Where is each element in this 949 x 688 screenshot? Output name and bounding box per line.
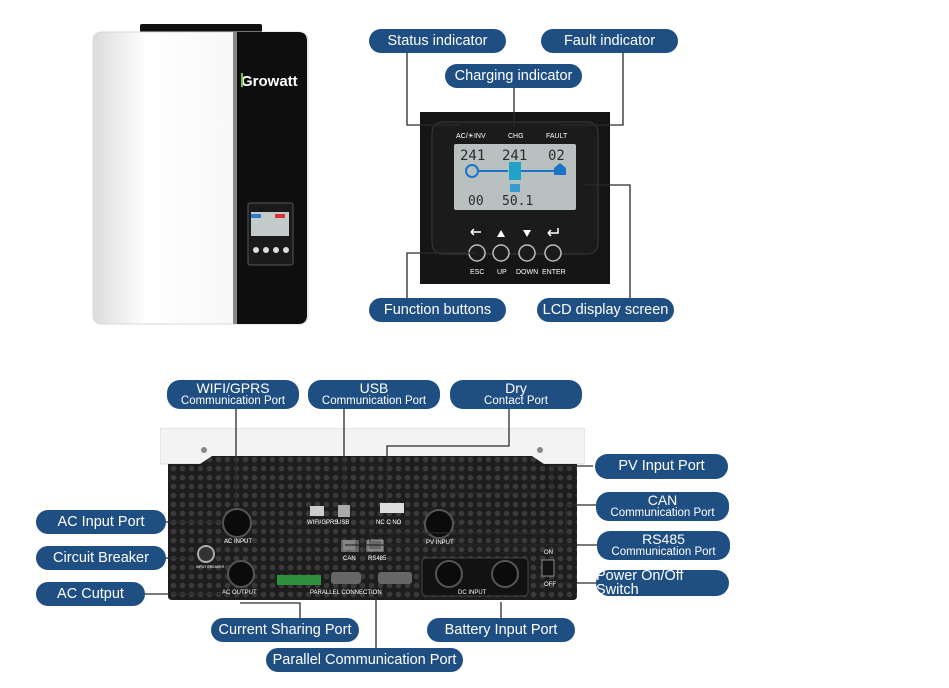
lcd-value-1: 241 bbox=[460, 148, 485, 164]
callout-text: Current Sharing Port bbox=[218, 621, 352, 638]
inverter-icon bbox=[509, 162, 521, 180]
callout-fault-indicator: Fault indicator bbox=[541, 29, 678, 53]
down-button[interactable] bbox=[518, 230, 536, 262]
callout-parallel-comm-port: Parallel Communication Port bbox=[266, 648, 463, 672]
callout-power-switch: Power On/Off Switch bbox=[596, 567, 729, 598]
callout-text: AC Input Port bbox=[57, 513, 145, 530]
callout-text: Charging indicator bbox=[454, 67, 573, 84]
callout-battery-input-port: Battery Input Port bbox=[427, 618, 575, 642]
callout-lcd-display-screen: LCD display screen bbox=[537, 298, 674, 322]
callout-status-indicator: Status indicator bbox=[369, 29, 506, 53]
rs485-port-label: RS485 bbox=[368, 556, 387, 562]
fault-indicator-label: FAULT bbox=[546, 133, 568, 140]
callout-subtext: Communication Port bbox=[611, 546, 716, 559]
battery-icon bbox=[510, 184, 520, 192]
callout-text: Circuit Breaker bbox=[53, 549, 149, 566]
dry-contact-label: NC C NO bbox=[376, 520, 402, 526]
callout-function-buttons: Function buttons bbox=[369, 298, 506, 322]
callout-current-sharing-port: Current Sharing Port bbox=[211, 618, 359, 642]
callout-subtext: Communication Port bbox=[610, 507, 715, 520]
lcd-value-2: 241 bbox=[502, 148, 527, 164]
enter-button[interactable] bbox=[544, 228, 562, 262]
callout-text: Function buttons bbox=[383, 301, 492, 318]
brand-logo: Growatt bbox=[241, 73, 298, 90]
status-indicator-label: AC/☀INV bbox=[456, 132, 486, 140]
down-arrow-icon bbox=[523, 230, 531, 237]
callout-text: Dry bbox=[505, 380, 527, 397]
callout-text: USB bbox=[359, 380, 389, 397]
ac-input-label: AC INPUT bbox=[224, 539, 252, 545]
callout-text: CAN bbox=[647, 492, 678, 509]
lcd-value-5: 50.1 bbox=[502, 194, 533, 209]
callout-circuit-breaker: Circuit Breaker bbox=[36, 546, 166, 570]
parallel-connection-label: PARALLEL CONNECTION bbox=[310, 590, 382, 596]
callout-text: Parallel Communication Port bbox=[272, 651, 457, 668]
inverter-bottom-image: WIFI/GPRS USB NC C NO AC INPUT PV INPUT … bbox=[160, 428, 585, 600]
enter-label: ENTER bbox=[542, 269, 566, 276]
wifi-port-label: WIFI/GPRS bbox=[307, 520, 338, 526]
callout-ac-output: AC Cutput bbox=[36, 582, 145, 606]
dc-input-label: DC INPUT bbox=[458, 590, 487, 596]
ac-output-label: AC OUTPUT bbox=[222, 590, 257, 596]
callout-ac-input-port: AC Input Port bbox=[36, 510, 166, 534]
callout-text: AC Cutput bbox=[57, 585, 124, 602]
back-arrow-icon bbox=[470, 228, 481, 236]
callout-subtext: Communication Port bbox=[180, 395, 286, 408]
lcd-value-3: 02 bbox=[548, 148, 565, 164]
callout-subtext: Contact Port bbox=[484, 395, 548, 408]
home-icon bbox=[554, 163, 566, 175]
esc-label: ESC bbox=[470, 269, 484, 276]
callout-text: Power On/Off Switch bbox=[596, 567, 684, 598]
callout-text: PV Input Port bbox=[618, 458, 705, 475]
usb-port-label: USB bbox=[337, 520, 349, 526]
lcd-value-4: 00 bbox=[468, 194, 484, 209]
up-label: UP bbox=[497, 269, 507, 276]
down-label: DOWN bbox=[516, 269, 538, 276]
callout-text: Fault indicator bbox=[563, 32, 656, 49]
can-port-label: CAN bbox=[343, 556, 356, 562]
display-panel: AC/☀INV CHG FAULT 241 241 02 00 50.1 ESC… bbox=[420, 112, 610, 284]
callout-text: WIFI/GPRS bbox=[196, 380, 270, 397]
callout-text: RS485 bbox=[642, 531, 685, 548]
callout-text: LCD display screen bbox=[542, 301, 669, 318]
callout-pv-input-port: PV Input Port bbox=[595, 454, 728, 479]
switch-off-label: OFF bbox=[544, 582, 556, 588]
up-arrow-icon bbox=[497, 230, 505, 237]
switch-on-label: ON bbox=[544, 550, 553, 556]
input-breaker-label: INPUT BREAKER bbox=[196, 565, 225, 569]
inverter-front-image: Growatt bbox=[92, 24, 309, 325]
callout-text: Status indicator bbox=[387, 32, 488, 49]
callout-subtext: Communication Port bbox=[321, 395, 427, 408]
up-button[interactable] bbox=[492, 230, 510, 262]
callout-text: Battery Input Port bbox=[444, 621, 558, 638]
charging-indicator-label: CHG bbox=[508, 133, 524, 140]
callout-charging-indicator: Charging indicator bbox=[445, 64, 582, 88]
pv-input-label: PV INPUT bbox=[426, 540, 454, 546]
enter-arrow-icon bbox=[547, 228, 559, 237]
